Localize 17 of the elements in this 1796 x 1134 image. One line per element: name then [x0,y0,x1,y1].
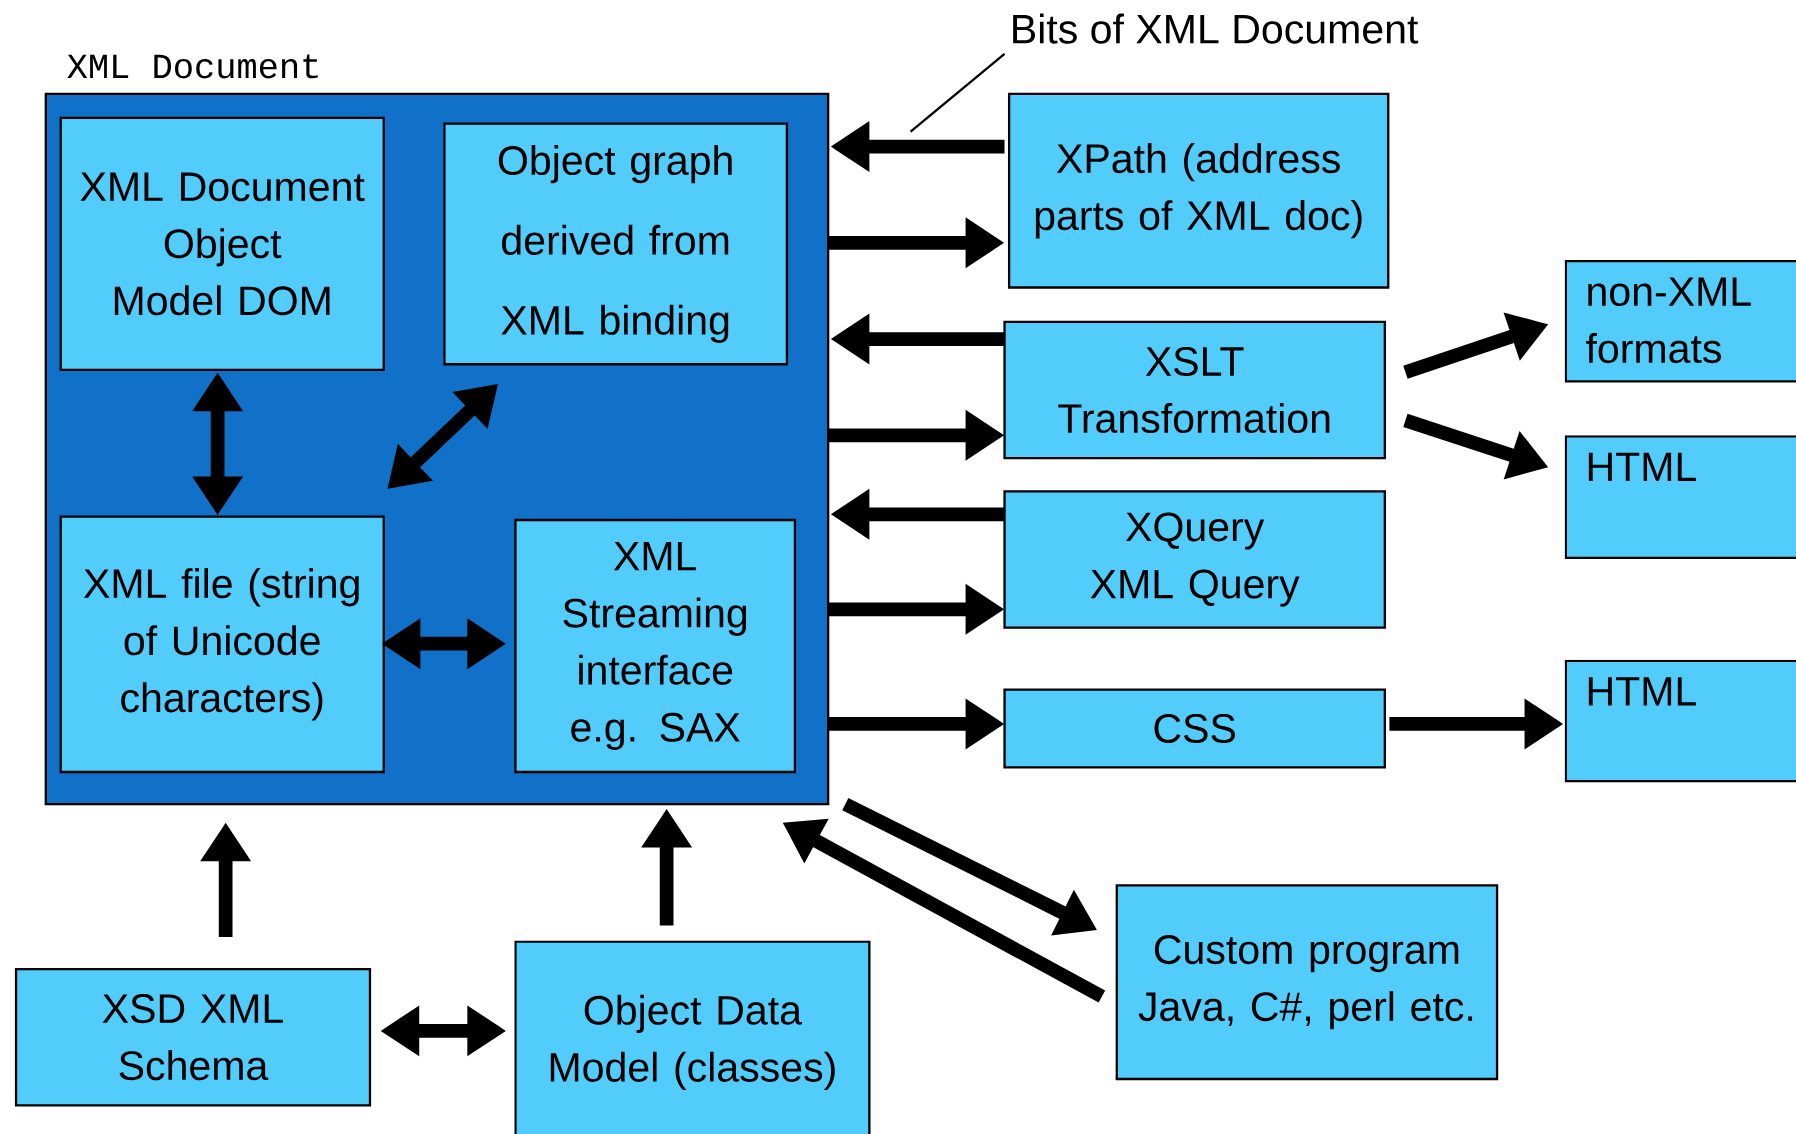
process-box: XPath (address parts of XML doc) [1007,92,1390,289]
process-box: XML Document Object Model DOM [59,116,385,372]
process-box: Object graph derived from XML binding [443,122,789,366]
process-box: XML Streaming interface e.g. SAX [514,518,797,774]
process-box: XML file (string of Unicode characters) [59,515,385,774]
process-box: non-XML formats [1564,260,1796,383]
process-box: HTML [1564,659,1796,783]
process-box: CSS [1003,688,1386,769]
process-box: Object Data Model (classes) [514,940,871,1134]
process-box: XSD XML Schema [14,967,372,1107]
process-box: Custom program Java, C#, perl etc. [1115,884,1499,1081]
process-box: XSLT Transformation [1003,320,1386,460]
process-box: HTML [1564,435,1796,559]
process-box: XQuery XML Query [1003,490,1386,629]
box-title: XML Document [67,54,318,79]
leader-line [909,52,1006,133]
callout-text: Bits of XML Document [1013,13,1419,44]
